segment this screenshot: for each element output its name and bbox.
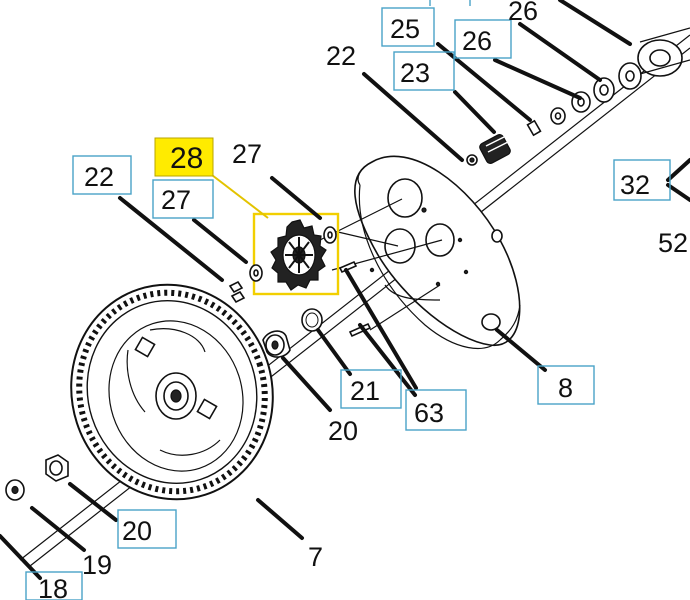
label-20-lower: 20 (122, 516, 152, 546)
leader-lines (0, 0, 690, 580)
label-22-left: 22 (84, 162, 114, 192)
label-26-top: 26 (508, 0, 538, 26)
pinion-gear (466, 133, 511, 166)
label-19: 19 (82, 550, 112, 580)
flat-washer (5, 479, 25, 501)
snap-ring (301, 308, 323, 332)
part-labels: 28 27 27 22 22 25 26 26 23 32 52 21 63 8… (38, 0, 688, 600)
gear-washers (228, 226, 337, 304)
label-25: 25 (390, 14, 420, 44)
callout-boxes (25, 0, 671, 600)
label-27-lower: 27 (161, 185, 191, 215)
label-20-upper: 20 (328, 416, 358, 446)
label-26: 26 (462, 26, 492, 56)
selected-part-frame (252, 212, 340, 296)
upper-bushing-stack (526, 27, 690, 137)
wheel (70, 283, 274, 501)
drive-gear (270, 219, 327, 291)
highlight-box-28 (154, 137, 214, 177)
label-27-upper: 27 (232, 139, 262, 169)
label-32: 32 (620, 170, 650, 200)
label-18: 18 (38, 574, 68, 600)
hex-nut (45, 454, 69, 482)
label-28: 28 (170, 142, 203, 175)
label-7: 7 (308, 542, 323, 572)
roll-pins (338, 260, 372, 338)
gear-housing (354, 155, 521, 349)
label-63: 63 (414, 398, 444, 428)
label-23: 23 (400, 58, 430, 88)
label-21: 21 (350, 376, 380, 406)
label-52: 52 (658, 228, 688, 258)
label-22-top: 22 (326, 41, 356, 71)
label-8: 8 (558, 373, 573, 403)
bushing-spacer (262, 330, 291, 358)
